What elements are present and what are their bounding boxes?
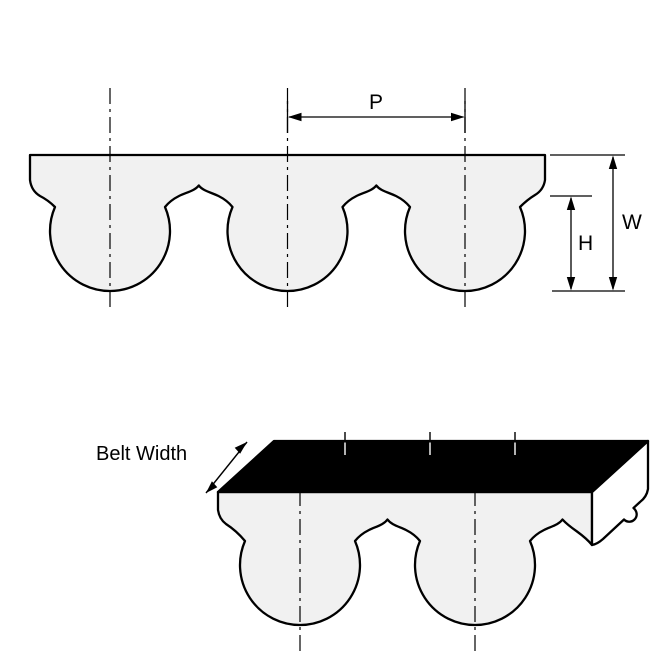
isometric-view: Belt Width [96,432,650,654]
width-dimension: W [550,154,642,292]
arrowhead-down-icon [566,277,576,291]
pitch-label: P [369,91,383,114]
belt-front-face [216,490,594,627]
belt-end-face [590,439,650,547]
height-dimension: H [550,195,593,291]
width-label: W [622,211,642,234]
arrowhead-up-icon [566,196,576,210]
belt-width-annotation: Belt Width [96,441,248,494]
pitch-dimension: P [286,91,466,133]
arrowhead-down-left-icon [206,481,218,493]
height-label: H [578,232,593,255]
belt-profile-shape [28,153,547,293]
arrowhead-left-icon [288,112,302,122]
back-edge-pitch-ticks [344,432,516,455]
cross-section-view: P W H [28,88,642,312]
belt-width-label: Belt Width [96,443,187,465]
arrowhead-up-icon [608,155,618,169]
belt-top-face [216,439,650,494]
arrowhead-down-icon [608,277,618,291]
arrowhead-right-icon [451,112,465,122]
arrowhead-up-right-icon [234,442,247,454]
